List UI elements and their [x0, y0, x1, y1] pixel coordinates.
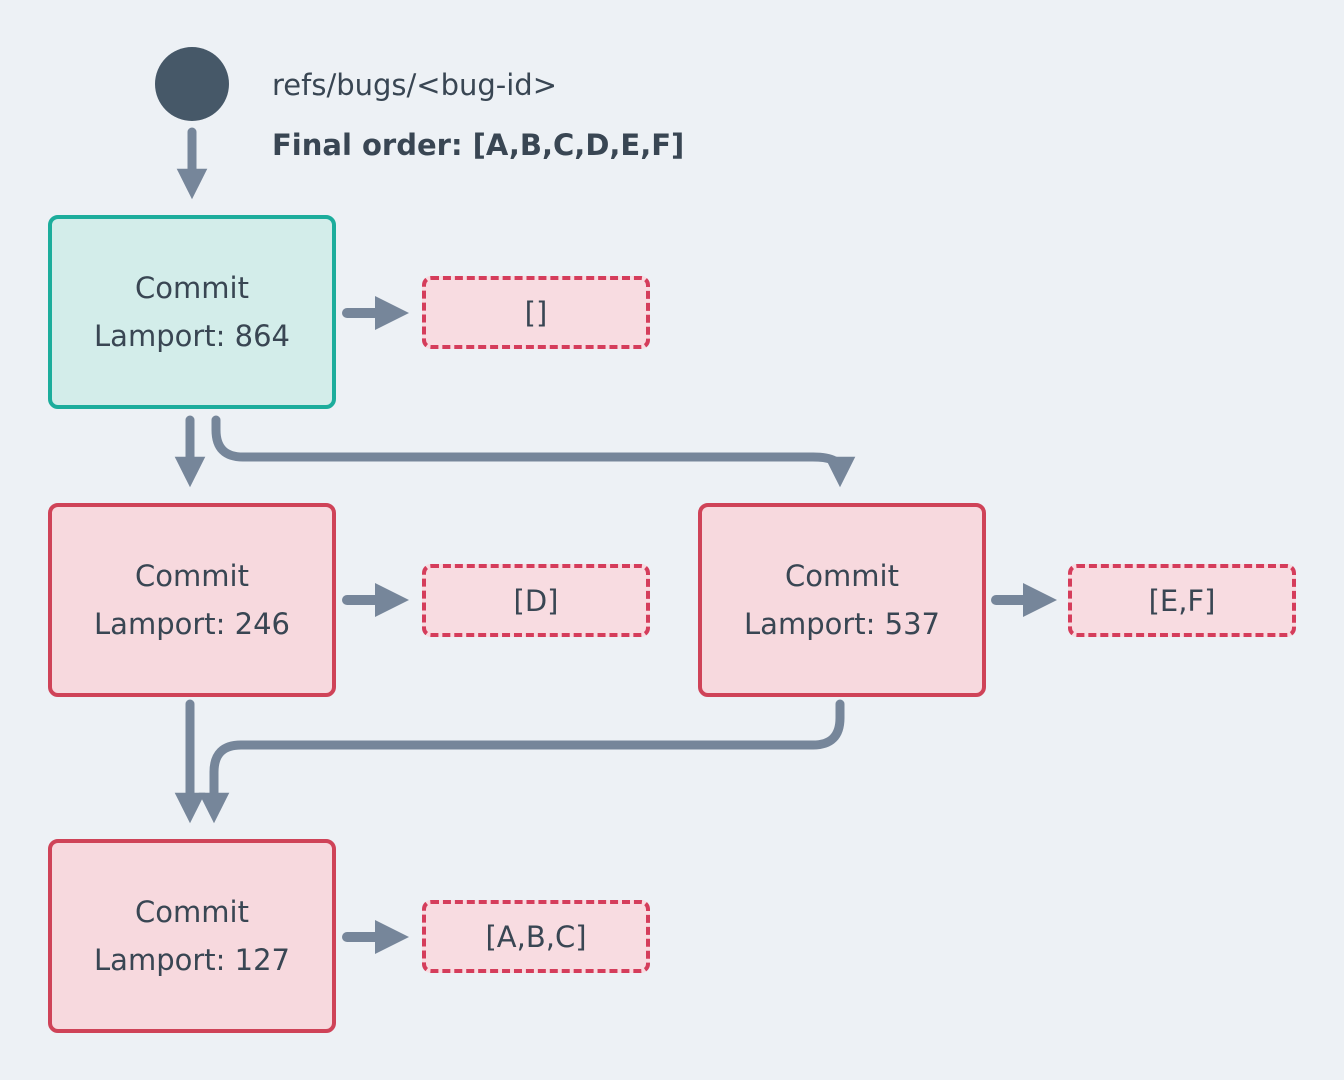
- ref-head-circle: [155, 47, 229, 121]
- ref-name-label: refs/bugs/<bug-id>: [272, 68, 558, 102]
- payload-box-537: [E,F]: [1068, 564, 1296, 637]
- commit-title: Commit: [785, 559, 899, 593]
- payload-box-127: [A,B,C]: [422, 900, 650, 973]
- commit-node-246: Commit Lamport: 246: [48, 503, 336, 697]
- commit-lamport: Lamport: 127: [94, 943, 290, 977]
- commit-title: Commit: [135, 895, 249, 929]
- edge-commit537-to-commit127: [198, 699, 845, 824]
- commit-lamport: Lamport: 537: [744, 607, 940, 641]
- commit-title: Commit: [135, 271, 249, 305]
- commit-node-127: Commit Lamport: 127: [48, 839, 336, 1033]
- edge-commit864-to-commit537: [211, 415, 856, 488]
- final-order-label: Final order: [A,B,C,D,E,F]: [272, 128, 685, 162]
- payload-box-246: [D]: [422, 564, 650, 637]
- commit-lamport: Lamport: 246: [94, 607, 290, 641]
- payload-box-864: []: [422, 276, 650, 349]
- commit-node-864: Commit Lamport: 864: [48, 215, 336, 409]
- commit-lamport: Lamport: 864: [94, 319, 290, 353]
- commit-node-537: Commit Lamport: 537: [698, 503, 986, 697]
- commit-title: Commit: [135, 559, 249, 593]
